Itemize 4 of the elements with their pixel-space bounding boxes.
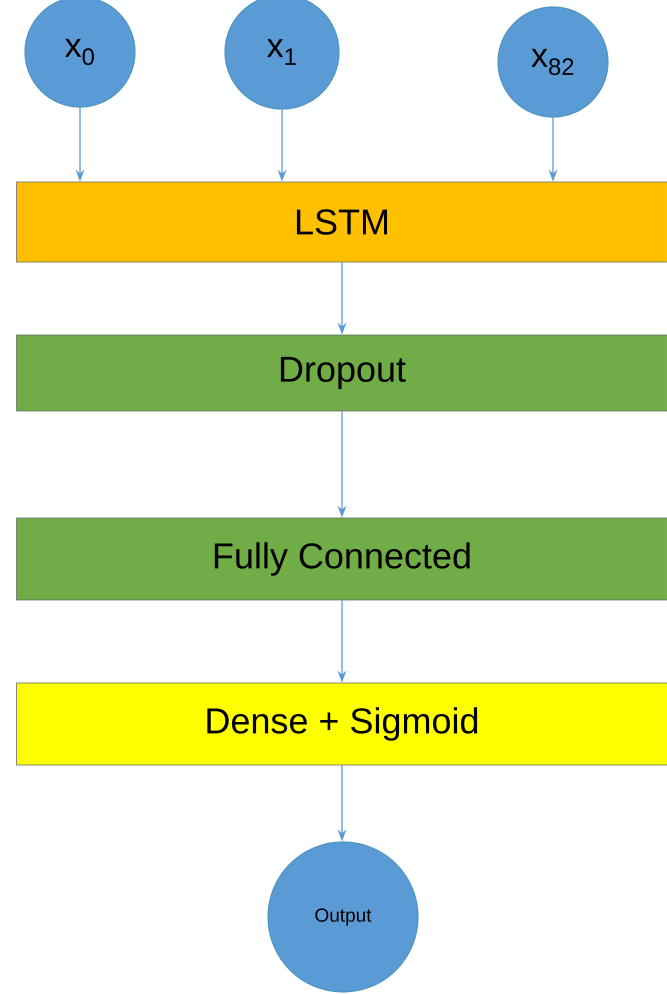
layer-box: Dense + Sigmoid	[16, 682, 667, 766]
layer-box: Fully Connected	[16, 518, 667, 600]
layer-box: LSTM	[16, 182, 667, 262]
layer-box: Dropout	[16, 334, 667, 412]
